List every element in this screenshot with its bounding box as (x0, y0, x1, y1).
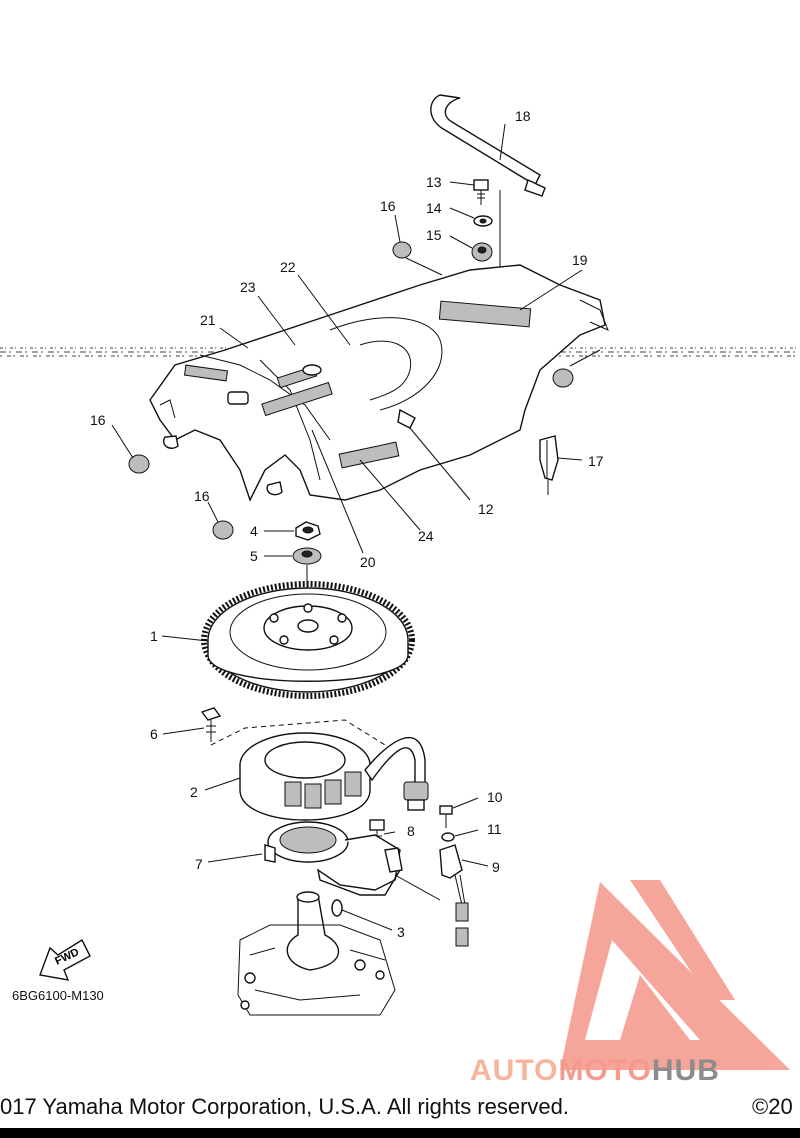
callout-24: 24 (418, 528, 434, 544)
part-grommet-16 (128, 241, 574, 540)
watermark-part-3: HUB (651, 1054, 720, 1087)
copyright-notice: 017 Yamaha Motor Corporation, U.S.A. All… (0, 1094, 570, 1119)
diagram-code: 6BG6100-M130 (12, 988, 104, 1003)
callout-1: 1 (150, 628, 158, 644)
callout-23: 23 (240, 279, 256, 295)
leader-lines (111, 123, 601, 931)
callout-6: 6 (150, 726, 158, 742)
callout-10: 10 (487, 789, 503, 805)
watermark-part-1: AUTO (470, 1054, 559, 1087)
part-bolt-6 (200, 707, 222, 742)
watermark-text: AUTOMOTOHUB (470, 1054, 720, 1088)
callout-7: 7 (195, 856, 203, 872)
callout-21: 21 (200, 312, 216, 328)
callout-9: 9 (492, 859, 500, 875)
callout-5: 5 (250, 548, 258, 564)
watermark-part-2: MOTO (558, 1054, 652, 1087)
part-flywheel (201, 581, 415, 699)
callout-16: 16 (90, 412, 106, 428)
copyright-symbol: ©20 (752, 1094, 793, 1119)
callout-8: 8 (407, 823, 415, 839)
callout-16: 16 (194, 488, 210, 504)
callout-16: 16 (380, 198, 396, 214)
part-pulser-coil (439, 844, 469, 947)
part-base-plate (264, 821, 403, 896)
callout-12: 12 (478, 501, 494, 517)
callout-18: 18 (515, 108, 531, 124)
part-key-3 (331, 899, 343, 917)
fwd-arrow-icon: FWD (39, 938, 91, 981)
callout-20: 20 (360, 554, 376, 570)
part-nut-4 (295, 521, 321, 541)
part-bolt-13 (473, 179, 489, 205)
callout-22: 22 (280, 259, 296, 275)
callouts: 18 13 14 15 16 19 22 23 21 16 17 12 24 2… (90, 108, 604, 940)
callout-3: 3 (397, 924, 405, 940)
part-grommet-15 (471, 242, 493, 262)
callout-4: 4 (250, 523, 258, 539)
callout-19: 19 (572, 252, 588, 268)
part-flywheel-cover (149, 264, 609, 502)
callout-14: 14 (426, 200, 442, 216)
callout-11: 11 (487, 821, 502, 837)
part-collar-14 (473, 215, 493, 227)
part-clip-17 (539, 435, 559, 481)
callout-2: 2 (190, 784, 198, 800)
part-engine-block (237, 891, 396, 1016)
bottom-bar (0, 1128, 800, 1138)
callout-17: 17 (588, 453, 604, 469)
part-bolt-10 (439, 805, 453, 828)
watermark-logo (560, 880, 790, 1070)
callout-15: 15 (426, 227, 442, 243)
part-washer-11 (441, 832, 455, 842)
callout-13: 13 (426, 174, 442, 190)
part-washer-5 (292, 547, 322, 565)
part-stator (239, 732, 429, 821)
